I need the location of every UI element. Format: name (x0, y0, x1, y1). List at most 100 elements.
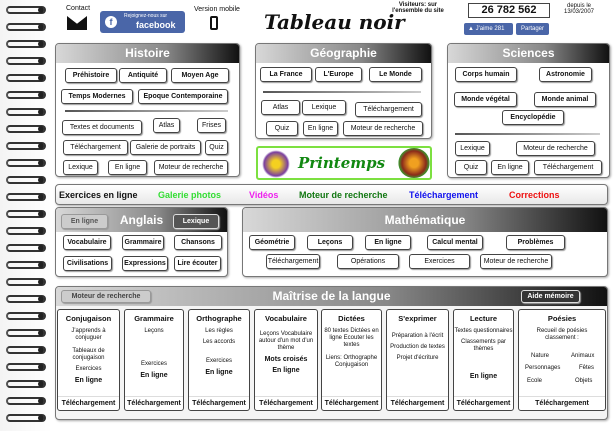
histoire-button[interactable]: Téléchargement (63, 140, 128, 155)
moteur-recherche-link[interactable]: Moteur de recherche (299, 190, 388, 200)
telechargement-link[interactable]: Téléchargement (519, 396, 605, 407)
histoire-button[interactable]: Epoque Contemporaine (138, 89, 228, 104)
histoire-button[interactable]: Antiquité (119, 68, 167, 83)
poesie-category-link[interactable]: Objets (575, 378, 593, 384)
anglais-en-ligne-button[interactable]: En ligne (61, 214, 108, 229)
telechargement-link[interactable]: Téléchargement (125, 396, 183, 407)
histoire-button[interactable]: Préhistoire (65, 68, 117, 83)
telechargement-link[interactable]: Téléchargement (322, 396, 381, 407)
sciences-button[interactable]: Monde animal (534, 92, 596, 107)
en-ligne-link[interactable]: En ligne (74, 377, 103, 384)
histoire-button[interactable]: Moteur de recherche (154, 160, 228, 175)
anglais-button[interactable]: Expressions (122, 256, 168, 271)
anglais-button[interactable]: Grammaire (122, 235, 164, 250)
histoire-button[interactable]: Galerie de portraits (130, 140, 201, 155)
column-title[interactable]: Grammaire (134, 314, 174, 323)
facebook-button[interactable]: f Rejoignez-nous sur facebook (100, 11, 185, 33)
math-button[interactable]: Leçons (307, 235, 353, 250)
column-link[interactable]: Textes questionnaires (454, 328, 513, 334)
column-title[interactable]: Vocabulaire (265, 314, 307, 323)
sciences-button[interactable]: Corps humain (455, 67, 517, 82)
histoire-button[interactable]: Temps Modernes (61, 89, 133, 104)
column-title[interactable]: Dictées (338, 314, 365, 323)
column-link[interactable]: Leçons (144, 328, 164, 334)
videos-link[interactable]: Vidéos (249, 190, 279, 200)
telechargement-link[interactable]: Téléchargement (387, 396, 448, 407)
sciences-button[interactable]: Téléchargement (534, 160, 602, 175)
histoire-button[interactable]: En ligne (108, 160, 147, 175)
math-button[interactable]: Moteur de recherche (480, 254, 552, 269)
column-link[interactable]: Les règles (205, 328, 233, 334)
math-button[interactable]: Géométrie (249, 235, 295, 250)
histoire-button[interactable]: Lexique (63, 160, 98, 175)
poesie-category-link[interactable]: Ecole (527, 378, 543, 384)
telechargement-link[interactable]: Téléchargement (255, 396, 317, 407)
anglais-button[interactable]: Civilisations (63, 256, 112, 271)
corrections-link[interactable]: Corrections (509, 190, 560, 200)
geographie-button[interactable]: Lexique (302, 100, 346, 115)
column-link[interactable]: Exercices (140, 361, 167, 367)
sciences-button[interactable]: Quiz (455, 160, 487, 175)
poesie-category-link[interactable]: Personnages (525, 365, 561, 371)
math-button[interactable]: En ligne (365, 235, 411, 250)
anglais-button[interactable]: Lire écouter (174, 256, 221, 271)
geographie-button[interactable]: Téléchargement (355, 102, 422, 117)
column-title[interactable]: Conjugaison (65, 314, 112, 323)
math-button[interactable]: Exercices (409, 254, 470, 269)
geographie-button[interactable]: Quiz (266, 121, 298, 136)
mobile-phone-icon[interactable] (210, 16, 218, 30)
column-link[interactable]: Exercices (75, 366, 102, 372)
column-link[interactable]: Leçons Vocabulaire autour d'un mot d'un … (258, 331, 314, 351)
geographie-button[interactable]: Le Monde (369, 67, 422, 82)
galerie-photos-link[interactable]: Galerie photos (158, 190, 222, 200)
column-link[interactable]: Mots croisés (264, 356, 308, 363)
sciences-button[interactable]: Monde végétal (454, 92, 517, 107)
histoire-button[interactable]: Moyen Age (171, 68, 229, 83)
anglais-lexique-button[interactable]: Lexique (173, 214, 219, 229)
histoire-button[interactable]: Quiz (205, 140, 228, 155)
telechargement-link[interactable]: Téléchargement (409, 190, 479, 200)
exercices-en-ligne-link[interactable]: Exercices en ligne (59, 190, 138, 200)
math-button[interactable]: Calcul mental (427, 235, 483, 250)
column-title[interactable]: Lecture (469, 314, 498, 323)
geographie-button[interactable]: Atlas (261, 100, 300, 115)
column-link[interactable]: Recueil de poésies classement : (536, 328, 588, 341)
column-link[interactable]: Projet d'écriture (396, 355, 439, 361)
envelope-icon[interactable] (67, 16, 87, 30)
en-ligne-link[interactable]: En ligne (140, 372, 168, 379)
en-ligne-link[interactable]: En ligne (469, 373, 498, 380)
column-link[interactable]: J'apprends à conjuguer (71, 328, 106, 341)
sciences-button[interactable]: Lexique (455, 141, 490, 156)
sciences-button[interactable]: Moteur de recherche (516, 141, 595, 156)
column-link[interactable]: Liens: Orthographe Conjugaison (325, 355, 378, 368)
math-button[interactable]: Téléchargement (266, 254, 320, 269)
sciences-button[interactable]: Encyclopédie (502, 110, 564, 125)
column-title[interactable]: Orthographe (196, 314, 242, 323)
anglais-button[interactable]: Vocabulaire (63, 235, 111, 250)
geographie-button[interactable]: Moteur de recherche (343, 121, 423, 136)
maitrise-search-button[interactable]: Moteur de recherche (61, 290, 151, 303)
column-link[interactable]: Classements par thèmes (460, 339, 507, 352)
column-title[interactable]: Poésies (547, 314, 577, 323)
geographie-button[interactable]: L'Europe (315, 67, 362, 82)
poesie-category-link[interactable]: Fêtes (579, 365, 595, 371)
column-title[interactable]: S'exprimer (398, 314, 437, 323)
en-ligne-link[interactable]: En ligne (205, 369, 233, 376)
like-button[interactable]: ▲ J'aime 281 (464, 23, 513, 35)
aide-memoire-button[interactable]: Aide mémoire (521, 290, 580, 303)
column-link[interactable]: 80 textes Dictées en ligne Ecouter les t… (324, 328, 379, 348)
math-button[interactable]: Problèmes (506, 235, 565, 250)
telechargement-link[interactable]: Téléchargement (58, 396, 119, 407)
column-link[interactable]: Production de textes (390, 344, 445, 350)
math-button[interactable]: Opérations (337, 254, 399, 269)
anglais-button[interactable]: Chansons (174, 235, 222, 250)
histoire-button[interactable]: Textes et documents (62, 120, 142, 135)
telechargement-link[interactable]: Téléchargement (454, 396, 513, 407)
column-link[interactable]: Exercices (205, 358, 232, 364)
telechargement-link[interactable]: Téléchargement (189, 396, 249, 407)
histoire-button[interactable]: Frises (197, 118, 226, 133)
poesie-category-link[interactable]: Nature (531, 353, 550, 359)
geographie-button[interactable]: En ligne (303, 121, 338, 136)
sciences-button[interactable]: En ligne (491, 160, 529, 175)
column-link[interactable]: Les accords (202, 339, 236, 345)
